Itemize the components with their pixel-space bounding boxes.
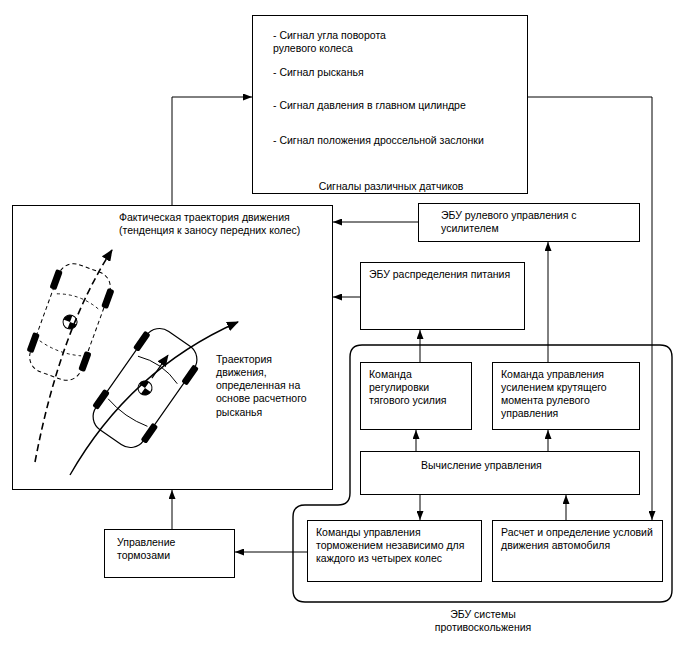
wheel	[78, 351, 91, 372]
wheel	[140, 423, 158, 444]
car-window-line	[39, 290, 100, 359]
car-body	[25, 259, 115, 385]
signal-arrow	[333, 297, 360, 298]
box-label: ЭБУ рулевого управления с усилителем	[441, 209, 629, 235]
signal-arrow	[172, 97, 252, 205]
box-label: Траектория движения, определенная на осн…	[216, 353, 324, 419]
box-label: Команды управления торможением независим…	[316, 526, 473, 565]
box-label: - Сигнал давления в главном цилиндре	[273, 99, 513, 112]
signal-arrow	[420, 495, 421, 520]
process-box: Команда регулировки тягового усилия	[360, 362, 472, 430]
car-dashed	[21, 258, 118, 386]
signal-arrow	[566, 495, 567, 520]
box-label: Команда регулировки тягового усилия	[369, 368, 463, 407]
box-label: - Сигнал угла поворота рулевого колеса	[273, 29, 423, 55]
center-of-mass	[61, 313, 79, 331]
heading-arrow	[152, 355, 168, 378]
signal-arrow	[548, 242, 549, 362]
car-body	[87, 322, 203, 454]
process-box: Команды управления торможением независим…	[307, 520, 482, 582]
process-box: Фактическая траектория движения (тенденц…	[12, 205, 333, 490]
signal-arrow	[235, 552, 307, 553]
process-box: ЭБУ рулевого управления с усилителем	[418, 203, 640, 242]
box-label: Вычисление управления	[421, 459, 631, 472]
wheel	[181, 364, 199, 385]
signal-arrow	[420, 330, 421, 362]
box-label: - Сигнал рысканья	[273, 66, 513, 79]
group-caption: ЭБУ системы противоскольжения	[408, 608, 558, 634]
process-box: Команда управления усилением крутящего м…	[492, 362, 640, 430]
process-box: Вычисление управления	[360, 451, 640, 495]
wheel	[101, 288, 114, 309]
box-label: Управление тормозами	[117, 536, 222, 562]
wheel	[49, 269, 62, 290]
process-box: Расчет и определение условий движения ав…	[492, 520, 663, 582]
box-label: Расчет и определение условий движения ав…	[501, 526, 654, 552]
car-window-line	[106, 353, 179, 429]
center-of-mass-fill	[61, 313, 79, 331]
signal-arrow	[172, 490, 173, 529]
target-trajectory	[70, 322, 238, 475]
group-outline-path	[293, 345, 672, 602]
box-label: - Сигнал положения дроссельной заслонки	[273, 134, 518, 147]
process-box: Управление тормозами	[104, 529, 235, 578]
signal-arrow	[548, 430, 549, 451]
box-label: Фактическая траектория движения (тенденц…	[119, 211, 324, 237]
box-label: Команда управления усилением крутящего м…	[501, 368, 631, 421]
process-box: ЭБУ распределения питания	[360, 262, 525, 330]
group-caption: Сигналы различных датчиков	[243, 180, 539, 193]
signal-arrow	[416, 430, 417, 451]
box-label: ЭБУ распределения питания	[369, 268, 516, 281]
car-solid	[84, 320, 207, 456]
process-box: - Сигнал угла поворота рулевого колеса - …	[252, 15, 528, 194]
signal-arrow	[528, 97, 652, 520]
ecu-group: ЭБУ системы противоскольжения Команда рег…	[293, 345, 672, 634]
wheel	[92, 389, 110, 410]
wheel	[133, 331, 151, 352]
wheel	[27, 332, 40, 353]
signal-arrow	[333, 222, 418, 223]
